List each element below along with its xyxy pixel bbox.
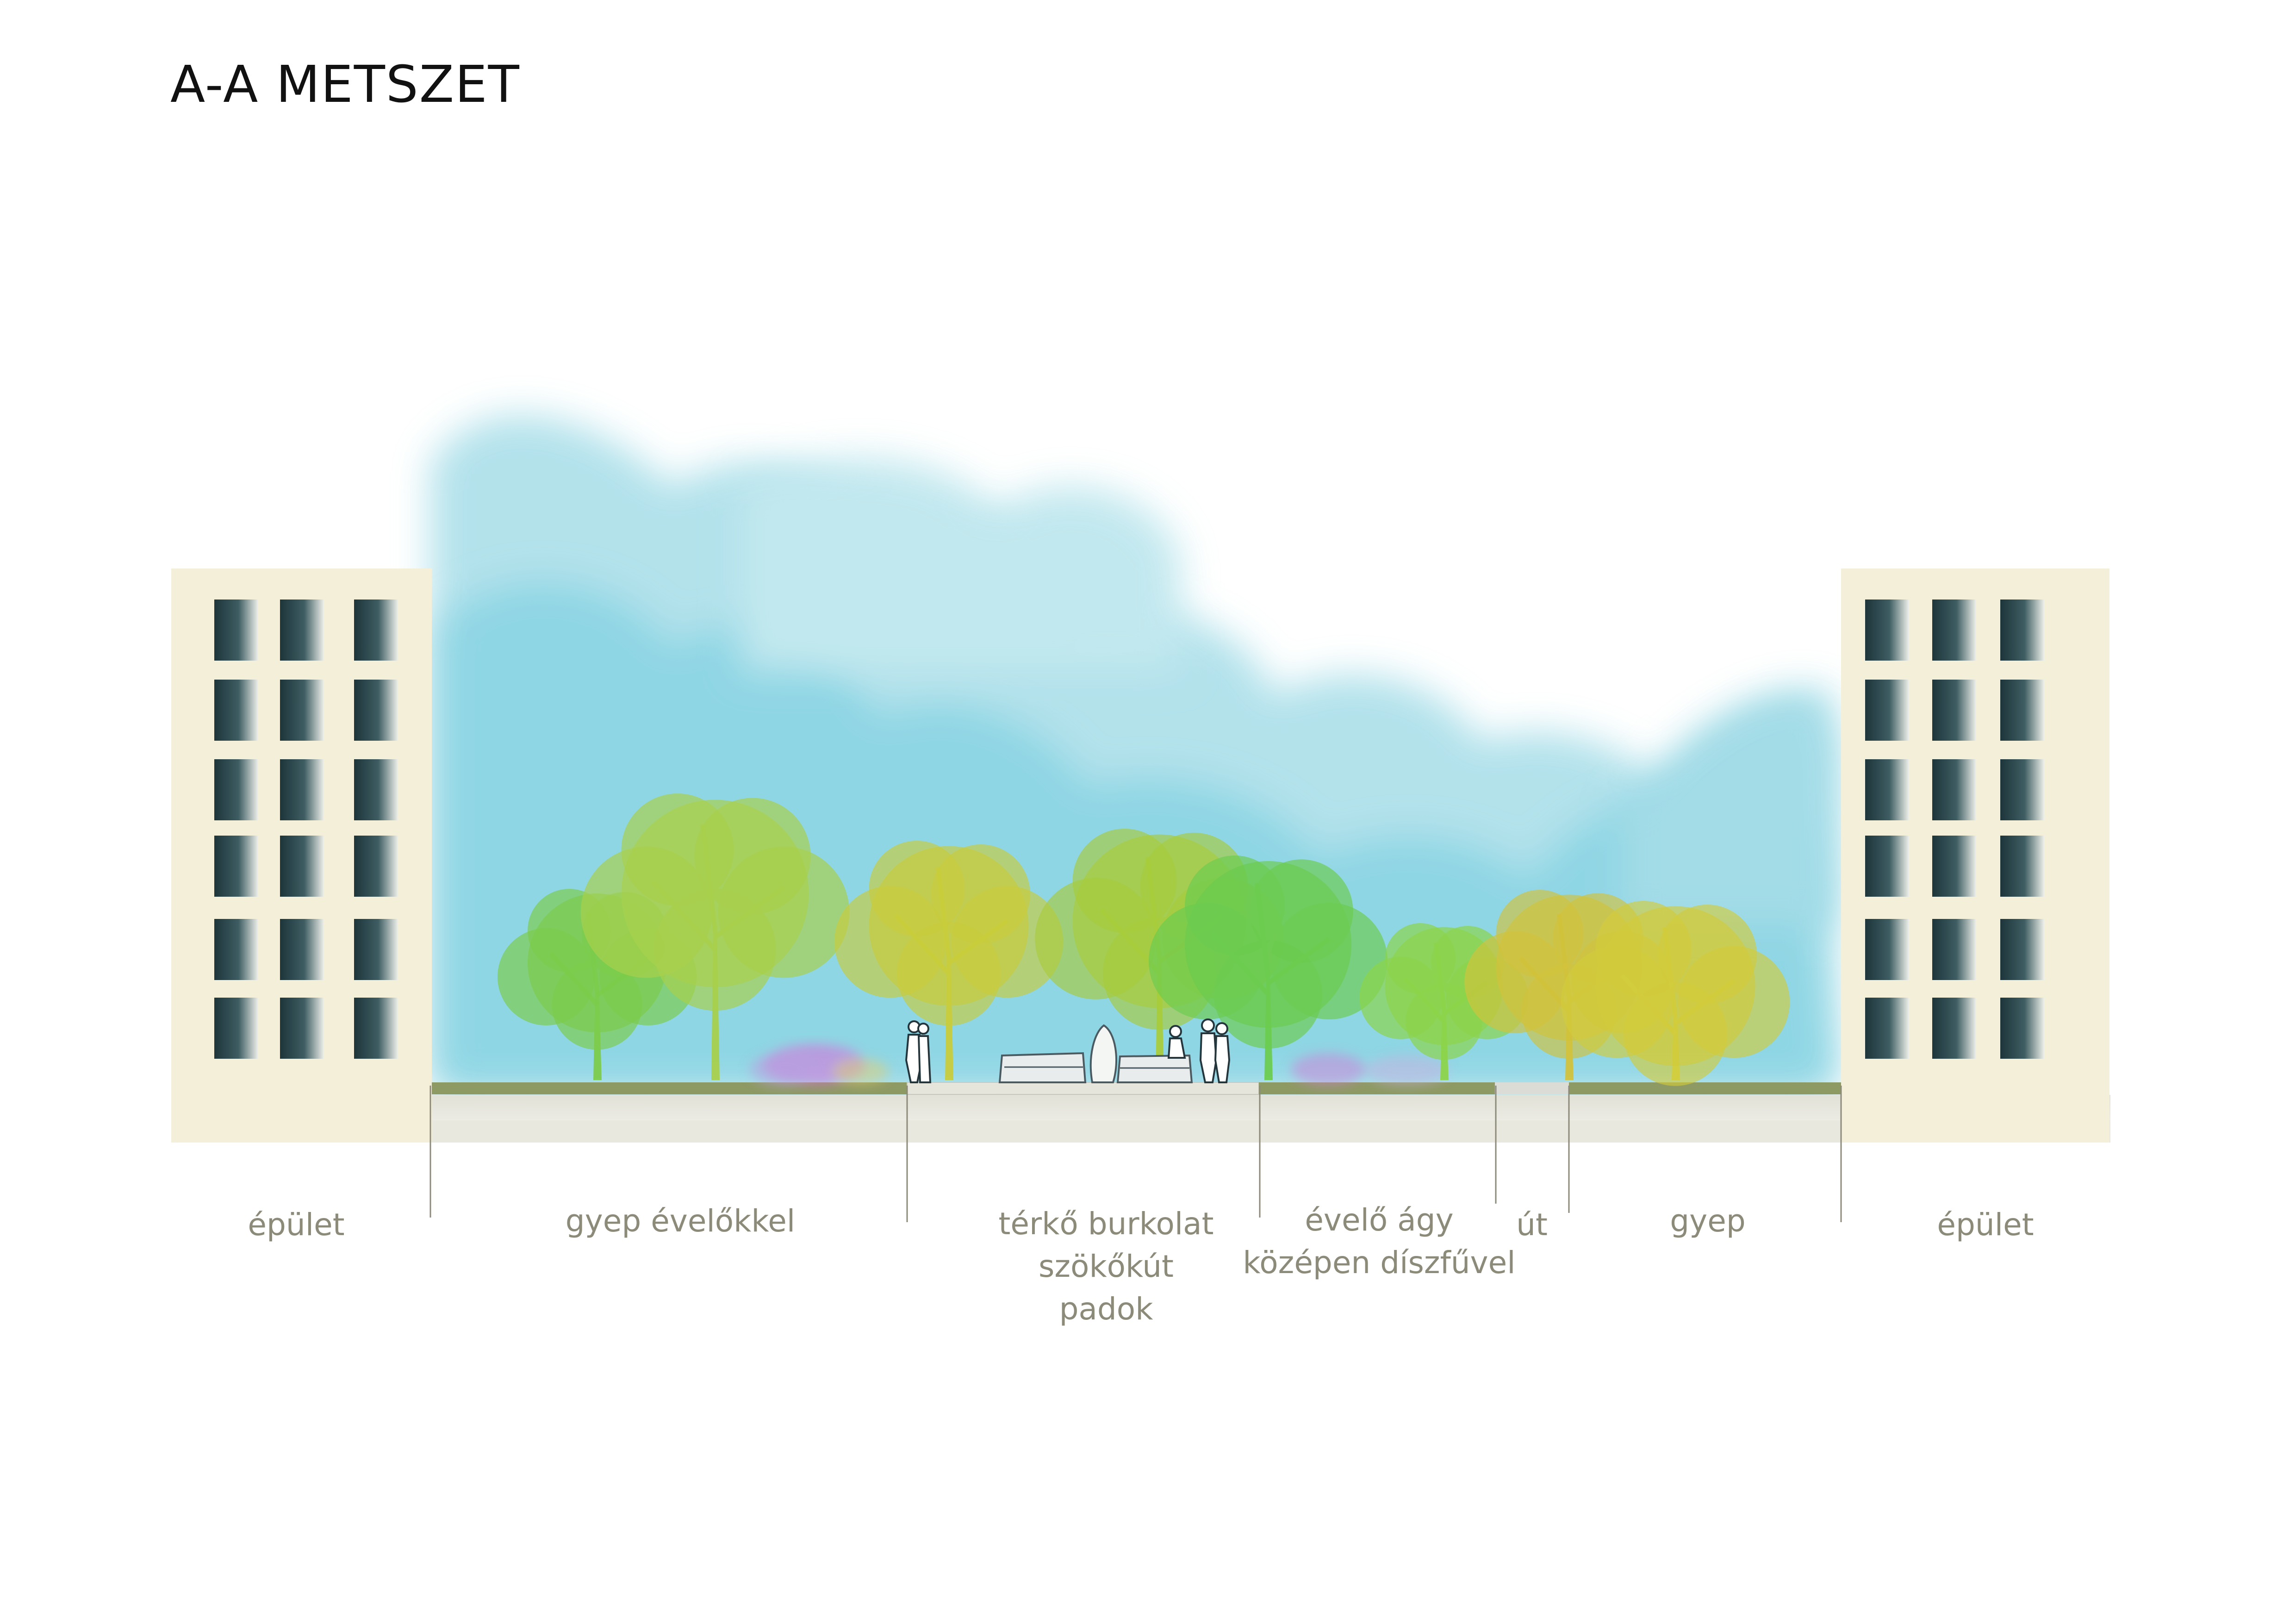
window bbox=[1865, 759, 1909, 820]
window bbox=[354, 600, 398, 661]
label-building-right: épület bbox=[1937, 1207, 2034, 1243]
window bbox=[1932, 600, 1976, 661]
window bbox=[214, 836, 258, 897]
window bbox=[1932, 998, 1976, 1059]
window bbox=[1865, 600, 1909, 661]
tree bbox=[580, 793, 850, 1080]
label-lawn: gyep bbox=[1670, 1203, 1746, 1239]
label-paving: térkő burkolat szökőkút padok bbox=[998, 1206, 1214, 1327]
window bbox=[1865, 836, 1909, 897]
window bbox=[280, 836, 324, 897]
label-building-left: épület bbox=[248, 1207, 345, 1243]
perennial-patches bbox=[750, 1044, 1449, 1086]
tree bbox=[834, 841, 1064, 1080]
people bbox=[905, 1018, 1231, 1083]
lawn-surface bbox=[1569, 1082, 1842, 1094]
window bbox=[1932, 680, 1976, 741]
building-left bbox=[171, 568, 432, 1143]
window bbox=[1865, 998, 1909, 1059]
window bbox=[354, 759, 398, 820]
window bbox=[2000, 680, 2044, 741]
zone-dividers bbox=[429, 1086, 1842, 1222]
window bbox=[280, 600, 324, 661]
person-group bbox=[1199, 1018, 1231, 1083]
window bbox=[2000, 836, 2044, 897]
label-lawn-perennials: gyep évelőkkel bbox=[565, 1203, 796, 1239]
window bbox=[214, 680, 258, 741]
fountain-sculpture bbox=[1089, 1024, 1118, 1083]
window bbox=[280, 759, 324, 820]
building-left-windows bbox=[214, 600, 398, 1059]
person-sitting bbox=[1167, 1025, 1186, 1059]
paving-surface bbox=[907, 1082, 1259, 1095]
lawn-perennials-surface bbox=[430, 1082, 907, 1094]
window bbox=[214, 759, 258, 820]
window bbox=[354, 836, 398, 897]
window bbox=[1865, 680, 1909, 741]
bench-left bbox=[998, 1052, 1087, 1083]
window bbox=[1932, 836, 1976, 897]
window bbox=[2000, 919, 2044, 980]
window bbox=[2000, 759, 2044, 820]
window bbox=[280, 998, 324, 1059]
tree bbox=[1561, 901, 1790, 1086]
label-perennial-bed: évelő ágy középen díszfűvel bbox=[1243, 1202, 1516, 1280]
window bbox=[1932, 759, 1976, 820]
window bbox=[354, 919, 398, 980]
window bbox=[214, 998, 258, 1059]
perennial-bed-surface bbox=[1259, 1082, 1495, 1094]
window bbox=[280, 680, 324, 741]
person-couple bbox=[905, 1020, 932, 1083]
page-title: A-A METSZET bbox=[170, 55, 520, 114]
label-road: út bbox=[1516, 1207, 1548, 1243]
window bbox=[354, 680, 398, 741]
window bbox=[214, 919, 258, 980]
window bbox=[214, 600, 258, 661]
tree bbox=[1149, 856, 1388, 1080]
building-right bbox=[1841, 568, 2109, 1143]
window bbox=[280, 919, 324, 980]
window bbox=[1865, 919, 1909, 980]
road-surface bbox=[1495, 1082, 1569, 1094]
bench-right bbox=[1116, 1054, 1193, 1083]
window bbox=[2000, 600, 2044, 661]
window bbox=[354, 998, 398, 1059]
building-right-windows bbox=[1865, 600, 2044, 1059]
window bbox=[1932, 919, 1976, 980]
ground-subgrade bbox=[171, 1120, 2110, 1143]
trees bbox=[498, 793, 1790, 1086]
window bbox=[2000, 998, 2044, 1059]
